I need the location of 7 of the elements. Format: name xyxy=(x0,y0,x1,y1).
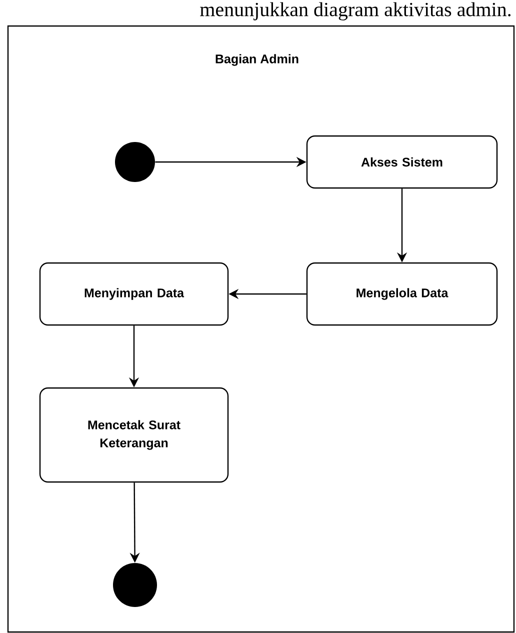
action-box: Menyimpan Data xyxy=(39,262,229,326)
action-box: Mengelola Data xyxy=(306,262,498,326)
caption-text: menunjukkan diagram aktivitas admin. xyxy=(200,2,511,20)
action-box: Akses Sistem xyxy=(306,135,498,189)
end-node xyxy=(113,563,157,607)
action-box: Mencetak Surat Keterangan xyxy=(39,387,229,483)
start-node xyxy=(115,142,155,182)
